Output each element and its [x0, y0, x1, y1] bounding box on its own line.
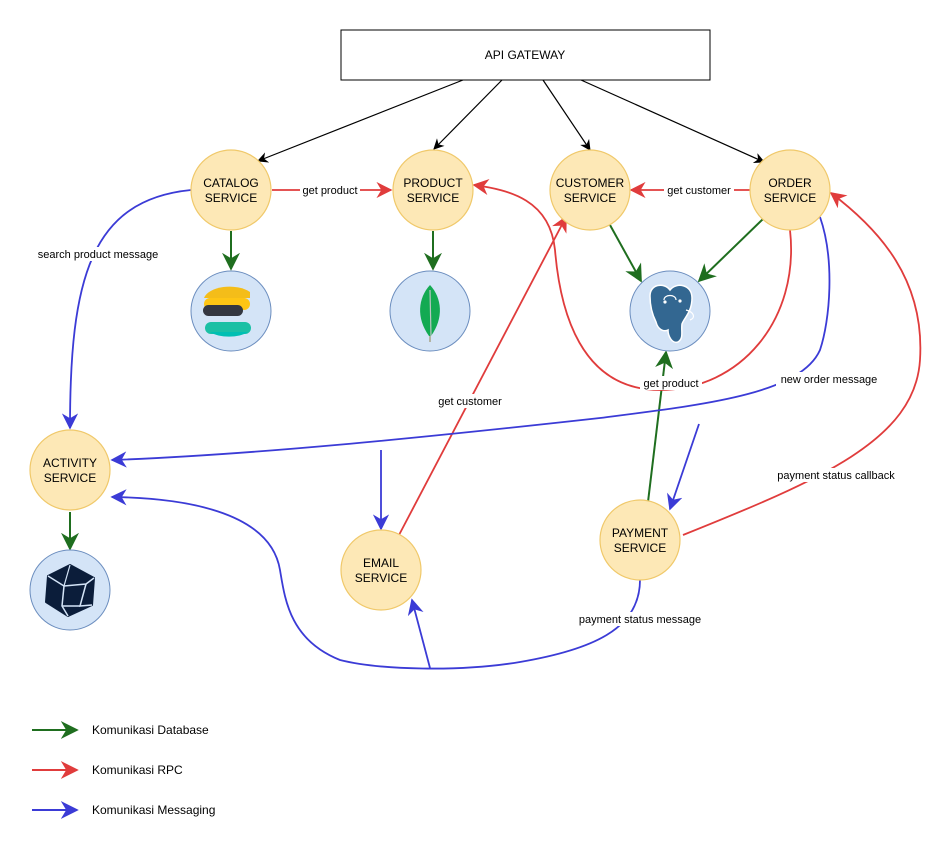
activity-service-label-1: ACTIVITY	[43, 456, 97, 470]
postgresql-db[interactable]	[629, 270, 711, 352]
email-service[interactable]: EMAIL SERVICE	[340, 529, 422, 611]
product-service-label-1: PRODUCT	[403, 176, 463, 190]
mongodb-icon	[420, 285, 440, 342]
edge-order-postgres	[697, 218, 764, 283]
label-get-product-catalog: get product	[302, 185, 357, 197]
label-get-customer-email: get customer	[438, 396, 502, 408]
edge-gateway-customer	[542, 79, 591, 151]
label-get-product-order: get product	[643, 378, 698, 390]
order-service[interactable]: ORDER SERVICE	[749, 149, 831, 231]
label-search-product-message: search product message	[38, 249, 158, 261]
database-nodes	[29, 270, 711, 631]
messaging-edges	[61, 189, 831, 670]
elasticsearch-icon	[203, 286, 251, 337]
legend-label-rpc: Komunikasi RPC	[92, 763, 183, 777]
edge-gateway-catalog	[256, 79, 464, 163]
order-service-label-2: SERVICE	[764, 191, 816, 205]
edge-payment-postgres	[647, 350, 674, 503]
activity-service-label-2: SERVICE	[44, 471, 96, 485]
catalog-service-label-1: CATALOG	[203, 176, 259, 190]
gateway-edges	[256, 79, 765, 163]
service-nodes: CATALOG SERVICE PRODUCT SERVICE CUSTOMER…	[29, 149, 831, 611]
product-service-label-2: SERVICE	[407, 191, 459, 205]
catalog-service-label-2: SERVICE	[205, 191, 257, 205]
order-service-label-1: ORDER	[768, 176, 812, 190]
edge-email-customer	[398, 215, 567, 536]
mongodb-db[interactable]	[389, 270, 471, 352]
customer-service-label-2: SERVICE	[564, 191, 616, 205]
edge-labels: get product get customer search product …	[34, 183, 900, 626]
legend: Komunikasi Database Komunikasi RPC Komun…	[32, 721, 215, 819]
postgresql-icon	[649, 284, 695, 344]
label-payment-status-message: payment status message	[579, 614, 701, 626]
payment-service-label-1: PAYMENT	[612, 526, 669, 540]
edge-payment-email	[407, 598, 431, 669]
edge-gateway-order	[580, 79, 765, 163]
email-service-label-1: EMAIL	[363, 556, 399, 570]
edge-gateway-product	[433, 79, 503, 150]
edge-customer-postgres	[609, 224, 642, 283]
label-get-customer-order: get customer	[667, 185, 731, 197]
legend-item-rpc: Komunikasi RPC	[32, 761, 183, 779]
legend-item-database: Komunikasi Database	[32, 721, 209, 739]
activity-service[interactable]: ACTIVITY SERVICE	[29, 429, 111, 511]
payment-service[interactable]: PAYMENT SERVICE	[599, 499, 681, 581]
customer-service[interactable]: CUSTOMER SERVICE	[549, 149, 631, 231]
polyhedron-db-icon	[45, 564, 95, 617]
edge-payment-activity	[110, 489, 641, 670]
payment-service-label-2: SERVICE	[614, 541, 666, 555]
label-payment-status-callback: payment status callback	[777, 470, 895, 482]
api-gateway[interactable]: API GATEWAY	[340, 29, 711, 81]
activity-db[interactable]	[29, 549, 111, 631]
edge-order-payment	[667, 423, 700, 511]
edge-payment-order	[682, 192, 922, 536]
product-service[interactable]: PRODUCT SERVICE	[392, 149, 474, 231]
edge-order-product	[472, 178, 792, 391]
edge-order-activity	[110, 216, 831, 468]
rpc-edges	[272, 178, 922, 536]
catalog-service[interactable]: CATALOG SERVICE	[190, 149, 272, 231]
legend-item-messaging: Komunikasi Messaging	[32, 801, 215, 819]
legend-label-database: Komunikasi Database	[92, 723, 209, 737]
customer-service-label-1: CUSTOMER	[556, 176, 625, 190]
elasticsearch-db[interactable]	[190, 270, 272, 352]
legend-label-messaging: Komunikasi Messaging	[92, 803, 215, 817]
api-gateway-label: API GATEWAY	[485, 48, 565, 62]
label-new-order-message: new order message	[781, 374, 878, 386]
email-service-label-2: SERVICE	[355, 571, 407, 585]
edge-catalog-activity	[61, 189, 192, 430]
